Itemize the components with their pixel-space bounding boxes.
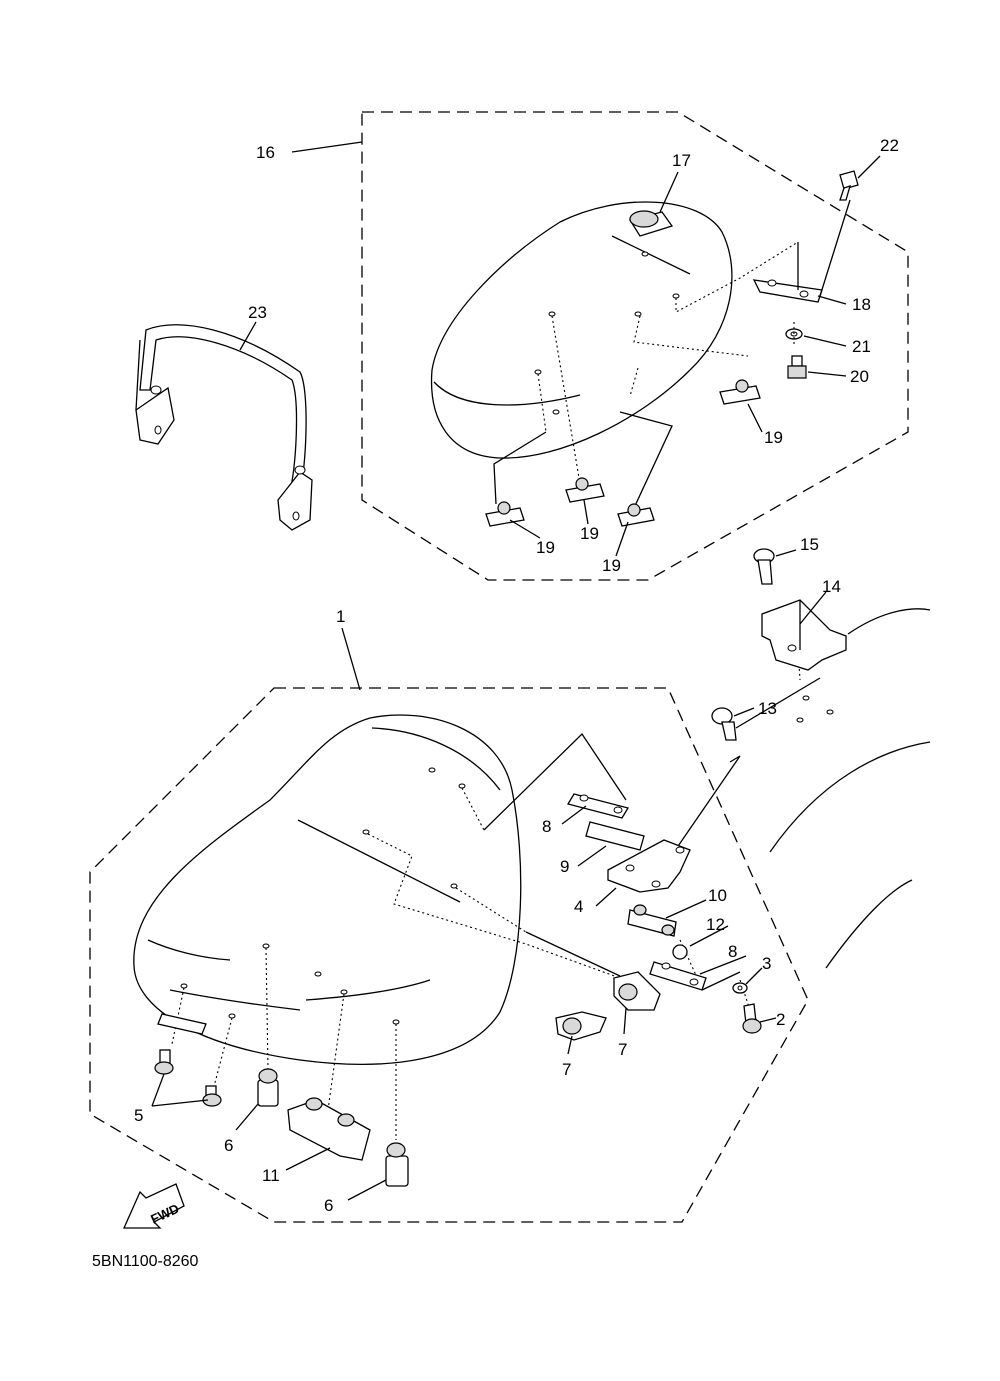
bolt-13 — [711, 707, 737, 741]
bracket-18 — [752, 279, 823, 303]
callout-12: 12 — [706, 915, 725, 934]
clip-19-b — [565, 477, 605, 503]
plate-10 — [627, 904, 677, 937]
seat-cushion-part-17 — [628, 210, 674, 237]
callout-6: 6 — [324, 1196, 333, 1215]
damper-7-a — [555, 1011, 607, 1041]
callout-22: 22 — [880, 136, 899, 155]
callout-21: 21 — [852, 337, 871, 356]
callout-18: 18 — [852, 295, 871, 314]
upper-assembly-traces — [493, 199, 851, 509]
callout-17: 17 — [672, 151, 691, 170]
clip-5-a — [154, 1049, 174, 1075]
frame-contours — [769, 608, 931, 969]
callout-6: 6 — [224, 1136, 233, 1155]
damper-6-b — [385, 1142, 409, 1187]
washer-3 — [732, 982, 748, 994]
damper-6-a — [257, 1068, 279, 1107]
front-seat-group-outline — [89, 687, 809, 1223]
callout-19: 19 — [602, 556, 621, 575]
plate-8-upper — [566, 793, 630, 819]
callout-23: 23 — [248, 303, 267, 322]
diagram-code: 5BN1100-8260 — [92, 1253, 199, 1270]
front-seat-1 — [133, 714, 522, 1065]
bolt-22 — [839, 170, 859, 201]
callout-7: 7 — [562, 1060, 571, 1079]
callout-10: 10 — [708, 886, 727, 905]
bolt-2 — [742, 1003, 762, 1034]
clip-19-d — [719, 379, 761, 405]
clip-19-c — [617, 503, 655, 527]
callout-14: 14 — [822, 577, 841, 596]
callout-19: 19 — [536, 538, 555, 557]
callout-20: 20 — [850, 367, 869, 386]
plate-9 — [585, 821, 645, 851]
callout-19: 19 — [580, 524, 599, 543]
callout-1: 1 — [336, 607, 345, 626]
bolt-15 — [753, 548, 775, 585]
callout-13: 13 — [758, 699, 777, 718]
seat-bracket-tab — [157, 1013, 207, 1035]
rear-seat-group-outline — [361, 111, 909, 581]
callout-19: 19 — [764, 428, 783, 447]
plate-8-lower — [649, 961, 707, 991]
callout-2: 2 — [776, 1010, 785, 1029]
callout-leaders — [151, 141, 881, 1201]
grab-bar-23 — [135, 324, 313, 531]
callout-8: 8 — [728, 942, 737, 961]
callout-7: 7 — [618, 1040, 627, 1059]
bracket-4 — [607, 839, 691, 893]
clip-5-b — [202, 1085, 222, 1107]
callout-4: 4 — [574, 897, 583, 916]
rear-seat-16 — [430, 201, 733, 459]
callout-3: 3 — [762, 954, 771, 973]
clip-19-a — [485, 501, 525, 527]
callout-5: 5 — [134, 1106, 143, 1125]
callout-8: 8 — [542, 817, 551, 836]
damper-7-b — [613, 971, 661, 1011]
callout-9: 9 — [560, 857, 569, 876]
damper-block-11 — [287, 1097, 371, 1161]
fwd-arrow-icon: FWD — [122, 1183, 185, 1229]
callout-16: 16 — [256, 143, 275, 162]
collar-12 — [672, 944, 688, 960]
callout-11: 11 — [262, 1166, 280, 1185]
callout-15: 15 — [800, 535, 819, 554]
callout-labels: 16 17 22 23 18 21 20 19 19 19 19 15 14 1… — [134, 136, 899, 1215]
screw-20 — [787, 355, 807, 379]
bracket-14 — [761, 599, 847, 723]
